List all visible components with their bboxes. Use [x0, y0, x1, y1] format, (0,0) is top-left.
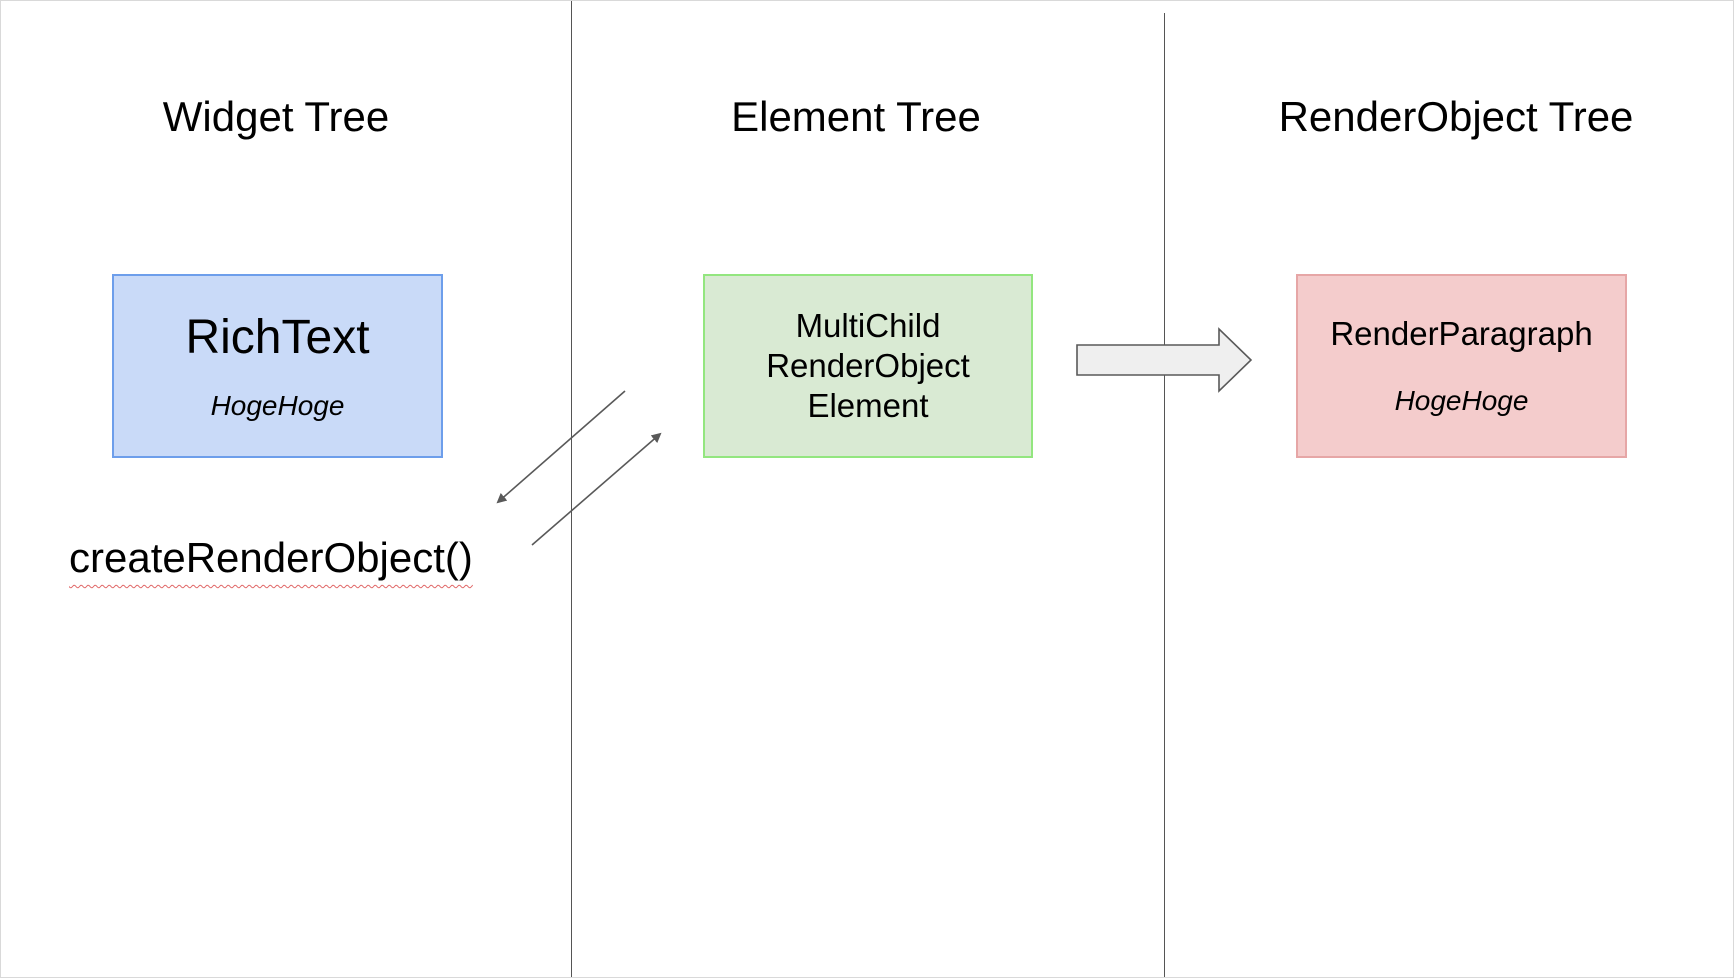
multichild-element-node: MultiChild RenderObject Element [703, 274, 1033, 458]
block-arrow-right [1076, 327, 1253, 393]
renderparagraph-title: RenderParagraph [1330, 315, 1593, 352]
element-tree-heading: Element Tree [731, 93, 981, 140]
call-arrow [531, 432, 662, 546]
create-render-object-label: createRenderObject() [69, 534, 473, 581]
element-node-line-3: Element [807, 387, 929, 424]
element-node-line-1: MultiChild [795, 307, 941, 344]
column-divider-left [571, 1, 572, 977]
widget-tree-heading: Widget Tree [162, 93, 390, 140]
richtext-widget-title: RichText [185, 311, 370, 364]
richtext-widget-node: RichText HogeHoge [112, 274, 443, 458]
renderparagraph-subtitle: HogeHoge [1394, 385, 1529, 416]
return-arrow [496, 390, 626, 504]
renderobject-tree-heading: RenderObject Tree [1278, 93, 1634, 140]
richtext-widget-subtitle: HogeHoge [210, 390, 345, 421]
renderparagraph-node: RenderParagraph HogeHoge [1296, 274, 1627, 458]
element-node-line-2: RenderObject [766, 347, 970, 384]
column-divider-right [1164, 13, 1165, 977]
